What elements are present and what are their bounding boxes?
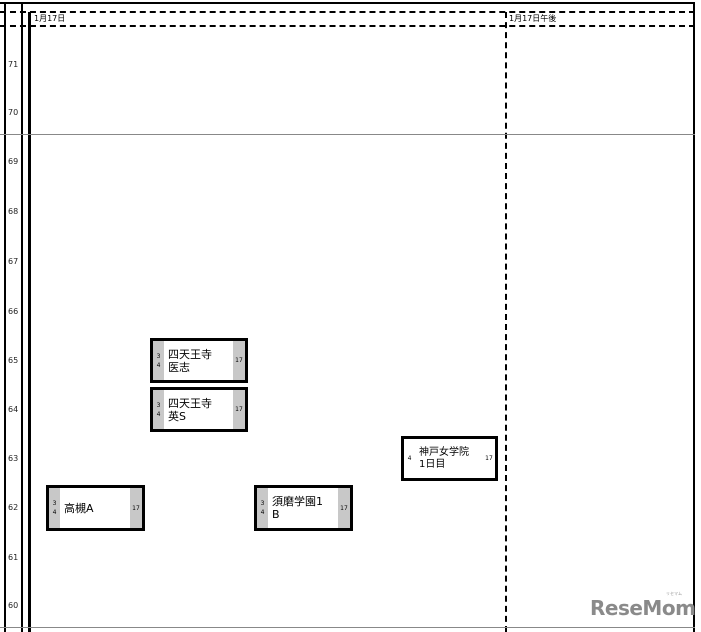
y-tick: 69 (8, 157, 19, 166)
card-left-top: 3 (260, 500, 265, 507)
card-school-sub: B (272, 508, 280, 521)
card-left-top: 3 (52, 500, 57, 507)
y-tick: 62 (8, 503, 19, 512)
card-right: 17 (130, 488, 142, 528)
card-school-name: 四天王寺 (168, 396, 212, 410)
left-border-inner (21, 2, 23, 632)
y-tick: 63 (8, 454, 19, 463)
y-tick: 64 (8, 405, 19, 414)
card-right: 17 (483, 439, 495, 478)
card-school-sub: 1日目 (419, 458, 446, 470)
card-school-sub: 英S (168, 409, 186, 423)
y-tick: 68 (8, 207, 19, 216)
card-left-bottom: 4 (260, 509, 265, 516)
y-tick: 60 (8, 601, 19, 610)
card-school-name: 神戸女学院 (419, 446, 469, 458)
column-divider (505, 12, 507, 632)
card-right: 17 (233, 341, 245, 380)
card-school-sub: 医志 (168, 360, 190, 374)
column-label-0: 1月17日 (34, 14, 66, 23)
card-left-bottom: 4 (156, 410, 161, 418)
y-tick: 71 (8, 60, 19, 69)
card-left-bottom: 4 (52, 509, 57, 516)
plot-left-border (28, 12, 31, 632)
y-tick: 65 (8, 356, 19, 365)
bottom-line (0, 627, 695, 628)
school-card-takatsuki-a[interactable]: 3 4 高槻A 17 (46, 485, 145, 531)
right-border (693, 2, 695, 632)
logo-subtext: リセマム (666, 591, 682, 596)
header-bottom-dash (0, 25, 695, 27)
card-school-name: 高槻A (64, 501, 94, 515)
y-tick: 61 (8, 553, 19, 562)
y-tick: 67 (8, 257, 19, 266)
card-school-name: 須磨学園1 (272, 495, 323, 508)
threshold-line (0, 134, 695, 135)
card-left-top: 3 (156, 352, 161, 360)
top-border (0, 2, 695, 4)
card-left-top: 3 (156, 401, 161, 409)
header-top-dash (0, 11, 695, 13)
left-border-outer (4, 2, 6, 632)
resemom-logo: ReseMom (590, 596, 696, 620)
card-right: 17 (233, 390, 245, 429)
y-tick: 70 (8, 108, 19, 117)
card-left-bottom: 4 (156, 361, 161, 369)
card-right: 17 (338, 488, 350, 528)
column-label-1: 1月17日午後 (509, 14, 557, 23)
card-school-name: 四天王寺 (168, 347, 212, 361)
y-tick: 66 (8, 307, 19, 316)
card-left-bottom: 4 (407, 455, 412, 462)
